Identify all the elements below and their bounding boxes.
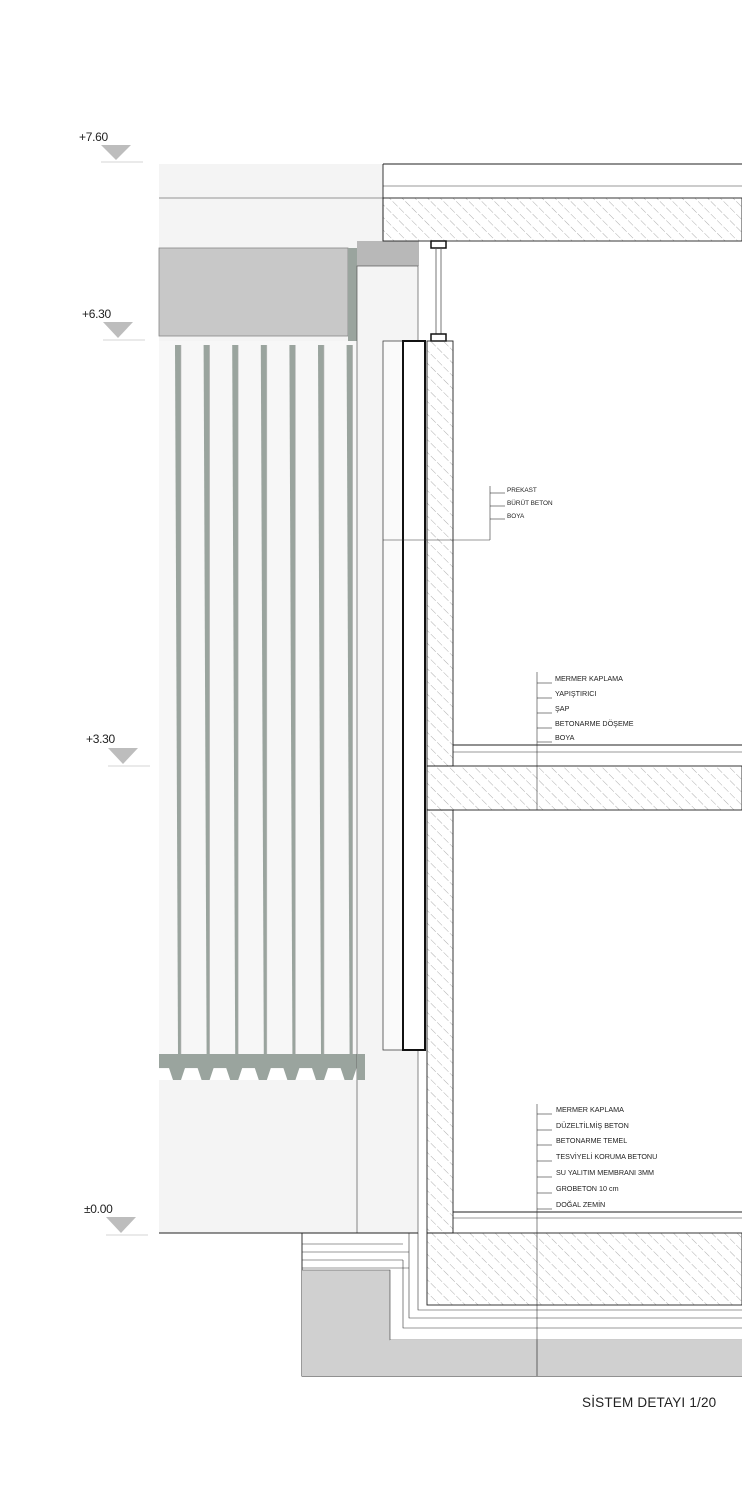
fin-tooth xyxy=(226,1068,243,1080)
label-duzeltilmis-beton: DÜZELTİLMİŞ BETON xyxy=(556,1121,629,1130)
fin-tooth xyxy=(312,1068,328,1080)
level-marker-630: +6.30 xyxy=(82,307,145,341)
label-burut-beton: BÜRÜT BETON xyxy=(507,499,553,507)
level-marker-330: +3.30 xyxy=(86,732,150,767)
label-betonarme-doseme: BETONARME DÖŞEME xyxy=(555,719,634,728)
label-yapistirici: YAPIŞTIRICI xyxy=(555,689,596,698)
label-sap: ŞAP xyxy=(555,704,570,713)
steel-hanger xyxy=(430,240,447,342)
label-tesviyeli-koruma-betonu: TESVİYELİ KORUMA BETONU xyxy=(556,1152,657,1161)
roof-slab xyxy=(382,163,742,242)
foundation-layers-callout: MERMER KAPLAMA DÜZELTİLMİŞ BETON BETONAR… xyxy=(536,1104,657,1376)
floor-slab xyxy=(426,744,742,811)
fin-tooth xyxy=(169,1068,185,1080)
fin-base-teeth xyxy=(169,1068,357,1080)
label-dogal-zemin: DOĞAL ZEMİN xyxy=(556,1200,605,1209)
label-prekast: PREKAST xyxy=(507,487,537,494)
drawing-title: SİSTEM DETAYI 1/20 xyxy=(582,1395,716,1410)
fin-shadow xyxy=(175,345,181,1054)
fin-tooth xyxy=(340,1068,357,1080)
fin-shadow xyxy=(318,345,324,1054)
svg-text:±0.00: ±0.00 xyxy=(84,1202,113,1216)
level-marker-000: ±0.00 xyxy=(84,1202,148,1236)
wall-layers-callout: PREKAST BÜRÜT BETON BOYA xyxy=(383,486,553,541)
level-marker-760: +7.60 xyxy=(79,130,143,163)
label-mermer-kaplama-f: MERMER KAPLAMA xyxy=(556,1105,624,1114)
fin-tooth xyxy=(254,1068,271,1080)
fin-tooth xyxy=(197,1068,214,1080)
floor-layers-callout: MERMER KAPLAMA YAPIŞTIRICI ŞAP BETONARME… xyxy=(536,672,634,810)
fin-shadow xyxy=(232,345,239,1054)
label-betonarme-temel: BETONARME TEMEL xyxy=(556,1136,627,1145)
precast-panel xyxy=(382,340,426,1051)
fin-shadow xyxy=(346,345,353,1054)
fin-shadow xyxy=(260,345,267,1054)
foundation xyxy=(301,1211,742,1377)
fin-shadow xyxy=(289,345,296,1054)
svg-text:+6.30: +6.30 xyxy=(82,307,111,321)
label-su-yalitim-membrani: SU YALITIM MEMBRANI 3MM xyxy=(556,1168,654,1177)
fin-tooth xyxy=(283,1068,300,1080)
fin-shadow xyxy=(203,345,210,1054)
label-boya-floor: BOYA xyxy=(555,733,575,742)
svg-text:+3.30: +3.30 xyxy=(86,732,115,746)
label-mermer-kaplama: MERMER KAPLAMA xyxy=(555,674,623,683)
svg-text:+7.60: +7.60 xyxy=(79,130,108,144)
label-grobeton: GROBETON 10 cm xyxy=(556,1184,619,1193)
facade-fins xyxy=(175,345,353,1054)
label-boya: BOYA xyxy=(507,513,525,520)
facade-elevation xyxy=(158,164,419,1234)
